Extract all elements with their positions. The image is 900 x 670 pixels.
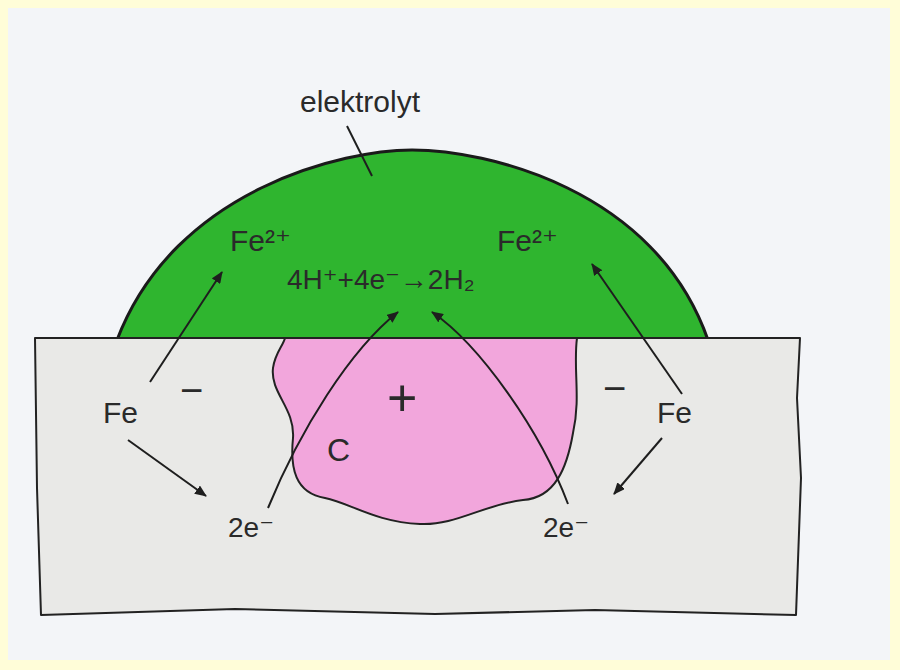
ion-label: Fe²⁺	[497, 226, 558, 256]
electron-label: 2e⁻	[228, 514, 274, 542]
steel-block: Fe−−Fe2e⁻2e⁻+C	[35, 338, 800, 615]
metal-label: Fe	[657, 398, 692, 428]
electron-arrow	[268, 312, 398, 508]
charge-sign: −	[180, 370, 203, 410]
electrolyte-drop: Fe²⁺ 4H⁺+4e⁻→2H₂ Fe²⁺	[115, 148, 710, 340]
reaction-arrow	[592, 264, 682, 394]
charge-sign: +	[387, 372, 417, 424]
reaction-arrow	[128, 440, 206, 496]
reaction-equation: 4H⁺+4e⁻→2H₂	[287, 266, 475, 294]
charge-sign: −	[603, 368, 626, 408]
part-label: elektrolyt	[300, 87, 420, 117]
ion-label: Fe²⁺	[230, 226, 291, 256]
carbon-inclusion-outline	[255, 338, 585, 528]
carbon-inclusion: +C	[255, 338, 585, 528]
leader-line	[347, 126, 372, 176]
reaction-arrow	[150, 272, 222, 382]
electron-arrow	[432, 312, 568, 504]
electron-label: 2e⁻	[543, 514, 589, 542]
element-label: C	[327, 434, 350, 466]
reaction-arrow	[614, 438, 662, 494]
metal-label: Fe	[103, 398, 138, 428]
electrolyte-drop-outline	[115, 148, 710, 340]
